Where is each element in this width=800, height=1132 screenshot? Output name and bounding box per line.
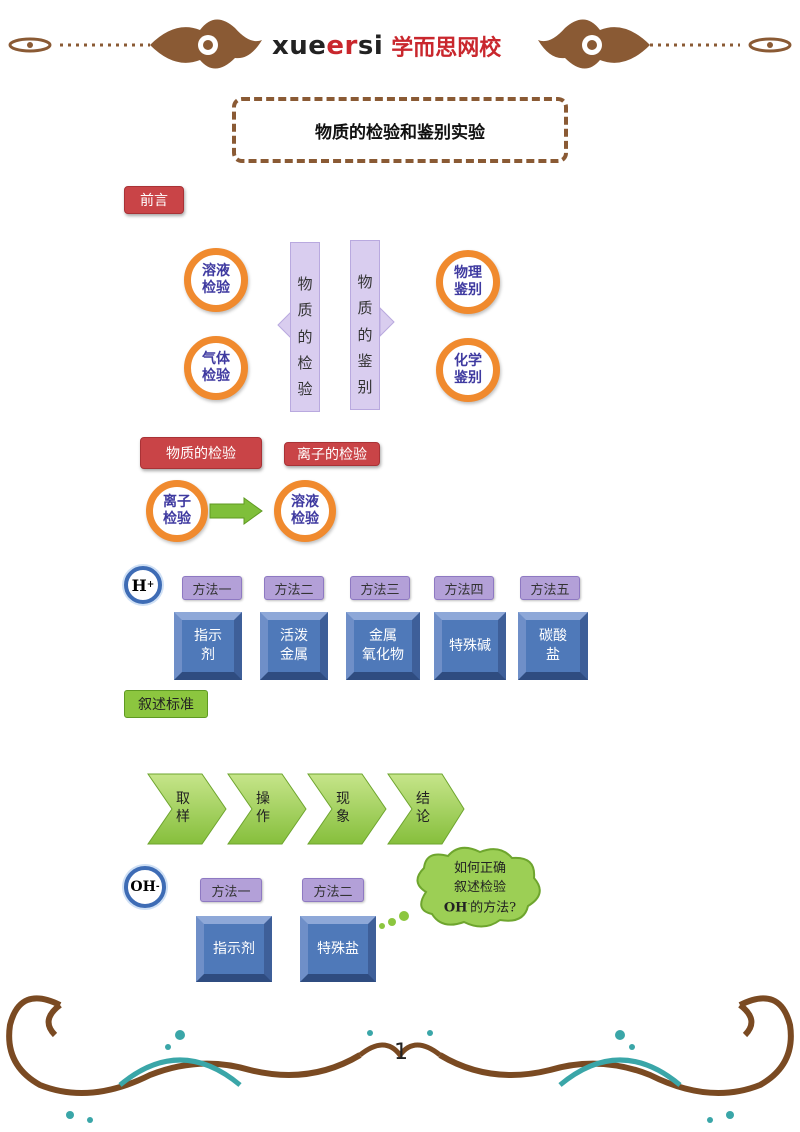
brand-latin: xueersi [272, 31, 384, 61]
page-title: 物质的检验和鉴别实验 [315, 122, 485, 143]
step-sample: 取 样 [176, 791, 190, 826]
footer-ornament [6, 995, 794, 1123]
h-method-2-tag: 方法二 [264, 576, 324, 600]
right-arrow-icon [379, 306, 395, 338]
h-method-1-tag: 方法一 [182, 576, 242, 600]
oh-method-1-tag: 方法一 [200, 878, 262, 902]
brand-logo: xueersi 学而思网校 [272, 26, 501, 66]
step-phenomenon: 现 象 [336, 791, 350, 826]
chevron-sample [147, 773, 227, 845]
oh-indicator-box: 指示剂 [196, 916, 272, 982]
oh-minus-badge: OH- [124, 866, 166, 908]
chevron-operate [227, 773, 307, 845]
chevron-conclusion [387, 773, 465, 845]
cloud-question: 如何正确 叙述检验 OH-的方法? [443, 861, 517, 916]
solution-test-circle-2: 溶液 检验 [274, 480, 336, 542]
special-salt-box: 特殊盐 [300, 916, 376, 982]
h-method-5-tag: 方法五 [520, 576, 580, 600]
brand-cn: 学而思网校 [391, 36, 502, 61]
header-ornament [8, 19, 792, 69]
h-plus-badge: H+ [124, 566, 162, 604]
metal-oxide-box: 金属 氧化物 [346, 612, 420, 680]
physical-identify-circle: 物理 鉴别 [436, 250, 500, 314]
active-metal-box: 活泼 金属 [260, 612, 328, 680]
solution-test-circle: 溶液 检验 [184, 248, 248, 312]
inspection-column: 物 质 的 检 验 [290, 242, 320, 412]
h-method-4-tag: 方法四 [434, 576, 494, 600]
green-arrow-icon [209, 497, 263, 525]
thought-cloud [379, 846, 541, 929]
special-base-box: 特殊碱 [434, 612, 506, 680]
narration-label: 叙述标准 [124, 690, 208, 718]
inspection-label: 物质的检验 [140, 437, 262, 469]
ion-inspection-label: 离子的检验 [284, 442, 380, 466]
indicator-box: 指示 剂 [174, 612, 242, 680]
h-method-3-tag: 方法三 [350, 576, 410, 600]
page-number: 1 [394, 1040, 408, 1065]
intro-label: 前言 [124, 186, 184, 214]
carbonate-box: 碳酸 盐 [518, 612, 588, 680]
chevron-phenomenon [307, 773, 387, 845]
step-conclusion: 结 论 [416, 791, 430, 826]
ion-test-circle: 离子 检验 [146, 480, 208, 542]
chemical-identify-circle: 化学 鉴别 [436, 338, 500, 402]
gas-test-circle: 气体 检验 [184, 336, 248, 400]
oh-method-2-tag: 方法二 [302, 878, 364, 902]
identification-column: 物 质 的 鉴 别 [350, 240, 380, 410]
title-frame: 物质的检验和鉴别实验 [232, 97, 568, 163]
step-operate: 操 作 [256, 791, 270, 826]
process-chevrons [147, 773, 465, 845]
